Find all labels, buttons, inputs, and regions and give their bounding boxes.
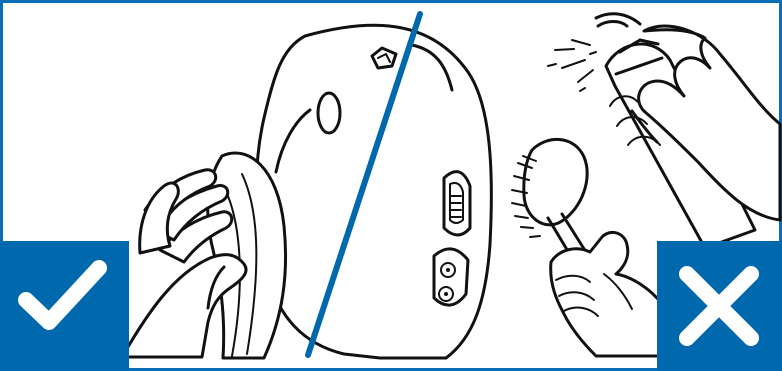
device-icon <box>256 25 491 358</box>
not-allowed-badge <box>657 241 782 371</box>
allowed-badge <box>0 241 129 371</box>
